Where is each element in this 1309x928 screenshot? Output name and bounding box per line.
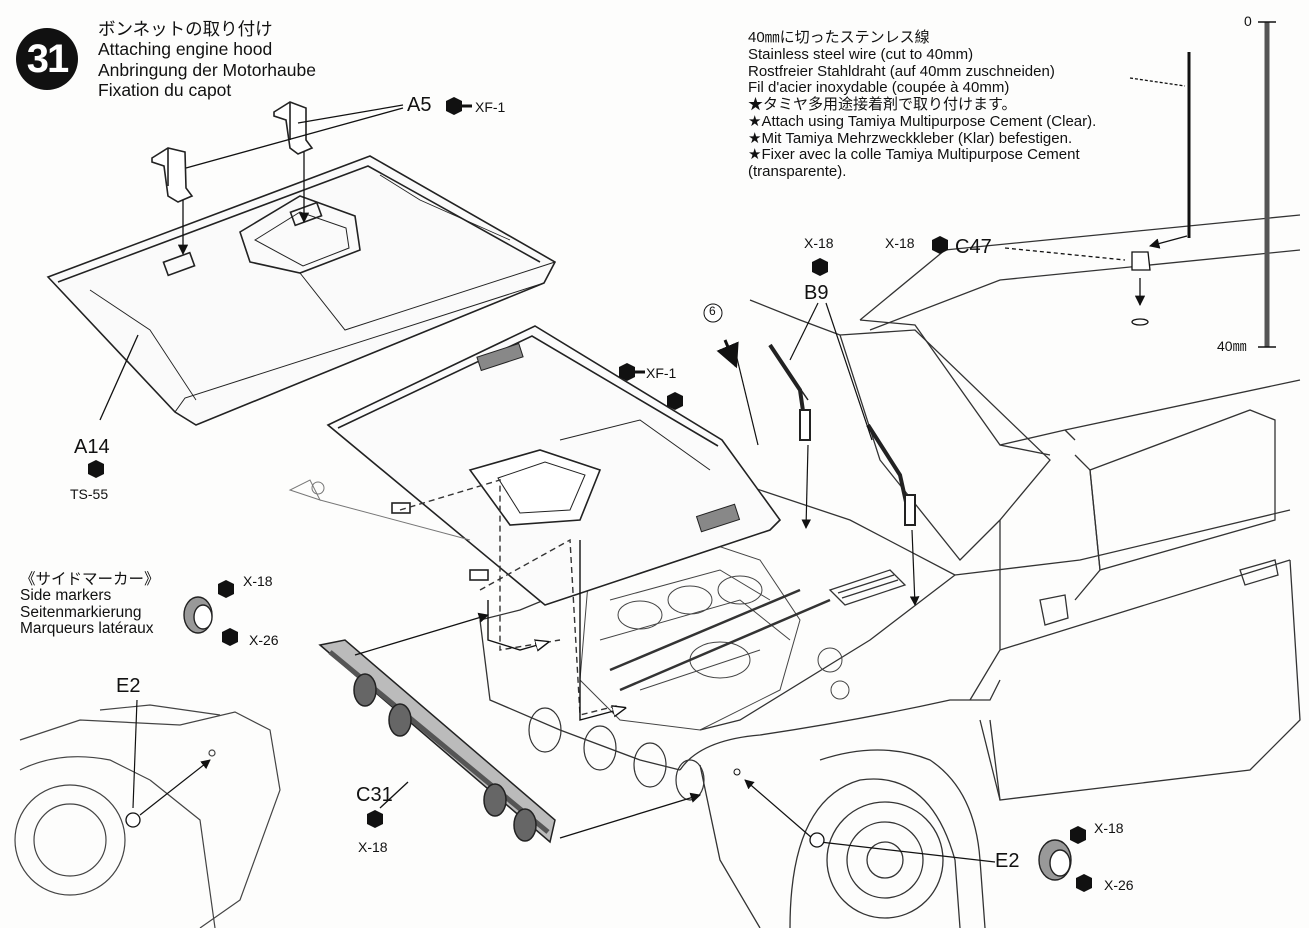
paint-hex-icons — [88, 97, 1092, 892]
hood-installed — [326, 325, 782, 606]
wiper-b9-left — [768, 343, 811, 441]
side-markers-en: Side markers — [20, 587, 112, 605]
hood-mount-a5-left — [151, 147, 194, 203]
side-markers-fr: Marqueurs latéraux — [20, 619, 154, 637]
scale-bar — [1258, 21, 1276, 348]
paint-label-x18-side: X-18 — [243, 573, 273, 589]
paint-label-ts55: TS-55 — [70, 486, 109, 502]
title-ja: ボンネットの取り付け — [98, 19, 273, 39]
paint-label-xf1-hood: XF-1 — [646, 365, 677, 381]
car-body — [479, 214, 1301, 928]
small-part-ghost — [288, 479, 471, 541]
side-marker-part — [183, 596, 213, 634]
cement-note-fr-1: ★Fixer avec la colle Tamiya Multipurpose… — [748, 146, 1080, 164]
cement-note-de: ★Mit Tamiya Mehrzweckkleber (Klar) befes… — [748, 129, 1073, 147]
wire-note-ja: 40㎜に切ったステンレス線 — [748, 29, 930, 46]
side-markers-label: 《サイドマーカー》 Side markers Seitenmarkierung … — [20, 571, 160, 637]
part-label-c31: C31 — [356, 784, 393, 806]
hood-mount-a5-right — [273, 101, 314, 155]
paint-label-x18-e2: X-18 — [1094, 820, 1124, 836]
wire-note-de: Rostfreier Stahldraht (auf 40mm zuschnei… — [748, 62, 1055, 80]
part-label-a14: A14 — [74, 436, 110, 458]
scale-top-label: 0 — [1244, 13, 1252, 29]
side-markers-ja: 《サイドマーカー》 — [20, 571, 160, 588]
ref-number-six: 6 — [709, 304, 716, 318]
front-lamps — [528, 707, 705, 801]
wire-note: 40㎜に切ったステンレス線 Stainless steel wire (cut … — [748, 30, 1096, 181]
paint-label-x18-b9: X-18 — [804, 235, 834, 251]
part-label-e2-right: E2 — [995, 850, 1020, 872]
paint-label-x18-c31: X-18 — [358, 839, 388, 855]
wiper-b9-right — [866, 423, 916, 526]
inset-car-left — [14, 704, 281, 928]
side-markers-de: Seitenmarkierung — [20, 603, 142, 621]
part-label-c47: C47 — [955, 236, 992, 258]
cement-note-en: ★Attach using Tamiya Multipurpose Cement… — [748, 112, 1097, 130]
cement-note-fr-2: (transparente). — [748, 163, 847, 180]
part-label-e2-left: E2 — [116, 675, 141, 697]
grille-c31 — [318, 639, 556, 844]
title-fr: Fixation du capot — [98, 80, 232, 101]
cement-note-ja: ★タミヤ多用途接着剤で取り付けます。 — [748, 96, 1017, 113]
title-de: Anbringung der Motorhaube — [98, 59, 316, 80]
hood-prop-dashed — [399, 479, 561, 651]
title-en: Attaching engine hood — [98, 39, 273, 60]
wire-note-en: Stainless steel wire (cut to 40mm) — [748, 45, 974, 63]
step-number-badge: 31 — [16, 28, 78, 90]
side-marker-part-e2 — [1038, 839, 1072, 881]
part-label-a5: A5 — [407, 94, 432, 116]
scale-bottom-label: 40㎜ — [1217, 338, 1247, 354]
paint-label-xf1-a5: XF-1 — [475, 99, 506, 115]
paint-label-x18-c47: X-18 — [885, 235, 915, 251]
part-label-b9: B9 — [804, 282, 829, 304]
wire-and-c47 — [1004, 52, 1191, 326]
wire-note-fr: Fil d'acier inoxydable (coupée à 40mm) — [748, 79, 1010, 97]
paint-label-x26-e2: X-26 — [1104, 877, 1134, 893]
ref-circle-6 — [703, 303, 723, 323]
step-title-block: ボンネットの取り付け Attaching engine hood Anbring… — [98, 20, 316, 102]
paint-label-x26-side: X-26 — [249, 632, 279, 648]
